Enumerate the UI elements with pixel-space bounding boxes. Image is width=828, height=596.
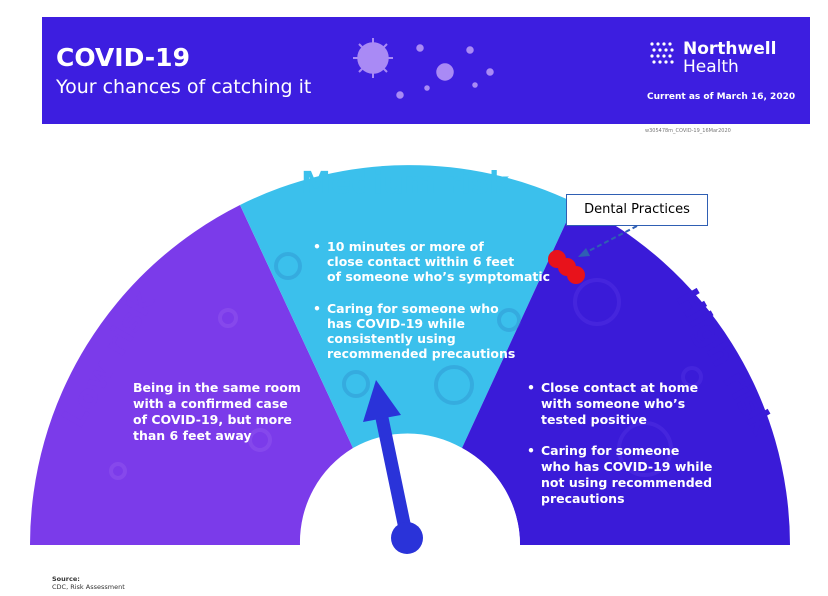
risk-needle [363, 380, 423, 554]
high-risk-description: • Close contact at home with someone who… [527, 380, 712, 506]
medium-risk-label: Medium risk [301, 166, 510, 201]
file-id: w305478m_COVID-19_16Mar2020 [645, 128, 731, 134]
low-risk-sector [29, 205, 354, 545]
svg-text:•: • [313, 239, 321, 254]
svg-text:•: • [527, 443, 535, 458]
medium-b2-line-1: Caring for someone who [327, 301, 499, 316]
low-line-4: than 6 feet away [133, 428, 252, 443]
svg-text:•: • [313, 301, 321, 316]
northwell-logo-icon [650, 42, 674, 64]
page-title: COVID-19 [56, 43, 190, 72]
low-risk-description: Being in the same room with a confirmed … [133, 380, 301, 443]
callout-connector [584, 225, 638, 254]
high-b1-line-3: tested positive [541, 412, 647, 427]
medium-b2-line-3: consistently using [327, 331, 456, 346]
dental-practice-markers [548, 250, 585, 284]
medium-b1-line-3: of someone who’s symptomatic [327, 269, 550, 284]
high-risk-sector [462, 203, 790, 545]
high-b1-line-2: with someone who’s [541, 396, 685, 411]
gauge-hub [300, 435, 520, 545]
medium-b2-line-2: has COVID-19 while [327, 316, 465, 331]
high-b2-line-3: not using recommended [541, 475, 712, 490]
current-date: Current as of March 16, 2020 [647, 92, 796, 102]
high-b2-line-2: who has COVID-19 while [541, 459, 712, 474]
source-text: CDC, Risk Assessment [52, 583, 125, 591]
header-banner [42, 17, 810, 124]
svg-text:•: • [527, 380, 535, 395]
high-b2-line-1: Caring for someone [541, 443, 679, 458]
virus-decoration-icon [353, 38, 494, 99]
page-subtitle: Your chances of catching it [56, 76, 312, 98]
logo-line1: Northwell [683, 39, 777, 59]
medium-b2-line-4: recommended precautions [327, 346, 515, 361]
dental-practices-callout: Dental Practices [566, 194, 708, 226]
high-b1-line-1: Close contact at home [541, 380, 698, 395]
medium-risk-description: • 10 minutes or more of close contact wi… [313, 239, 550, 361]
northwell-logo-text: Northwell Health [683, 40, 776, 76]
medium-risk-sector [240, 165, 575, 448]
high-b2-line-4: precautions [541, 491, 625, 506]
source-note: Source: CDC, Risk Assessment [52, 575, 125, 591]
source-heading: Source: [52, 575, 80, 583]
low-line-2: with a confirmed case [133, 396, 288, 411]
low-line-3: of COVID-19, but more [133, 412, 292, 427]
medium-b1-line-2: close contact within 6 feet [327, 254, 514, 269]
low-line-1: Being in the same room [133, 380, 301, 395]
logo-line2: Health [683, 57, 739, 77]
medium-b1-line-1: 10 minutes or more of [327, 239, 484, 254]
